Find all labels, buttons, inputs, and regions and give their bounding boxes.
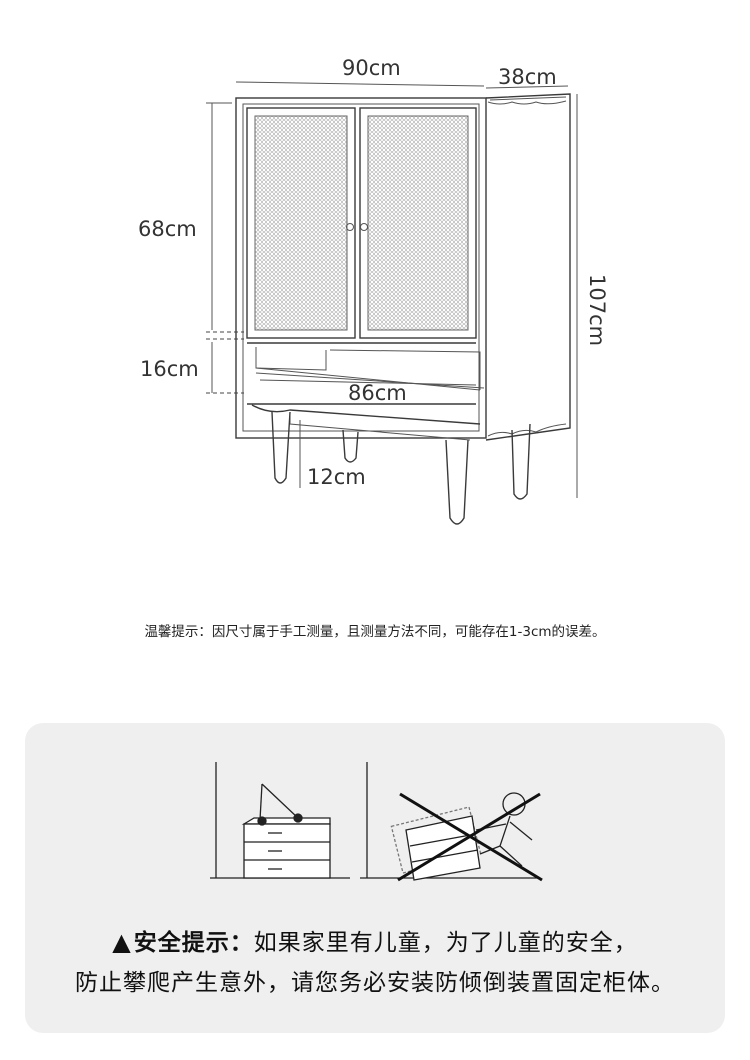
safety-illustration — [210, 762, 543, 882]
leg-height-label: 12cm — [307, 465, 366, 489]
drawer-height-label: 16cm — [140, 357, 199, 381]
anchored-dresser-icon — [210, 762, 350, 879]
safety-heading: 安全提示： — [133, 930, 254, 956]
warning-triangle-icon: ▲ — [112, 928, 132, 956]
safety-warning-line2: 防止攀爬产生意外，请您务必安装防倾倒装置固定柜体。 — [75, 970, 675, 996]
safety-line1-text: 如果家里有儿童，为了儿童的安全， — [253, 930, 638, 956]
dimension-lines — [206, 81, 578, 498]
safety-panel: ▲安全提示：如果家里有儿童，为了儿童的安全， 防止攀爬产生意外，请您务必安装防倾… — [25, 723, 725, 1033]
width-label: 90cm — [342, 56, 401, 80]
inner-width-label: 86cm — [348, 381, 407, 405]
height-label: 107cm — [585, 274, 609, 346]
measurement-tip: 温馨提示：因尺寸属于手工测量，且测量方法不同，可能存在1-3cm的误差。 — [144, 624, 606, 640]
tipping-dresser-icon — [360, 762, 543, 882]
cabinet-drawing — [235, 93, 571, 525]
depth-label: 38cm — [498, 65, 557, 89]
safety-warning-line1: ▲安全提示：如果家里有儿童，为了儿童的安全， — [25, 923, 725, 957]
cabinet-dimension-diagram: 90cm 38cm 107cm 68cm 16cm 86cm 12cm — [138, 56, 609, 525]
door-height-label: 68cm — [138, 217, 197, 241]
